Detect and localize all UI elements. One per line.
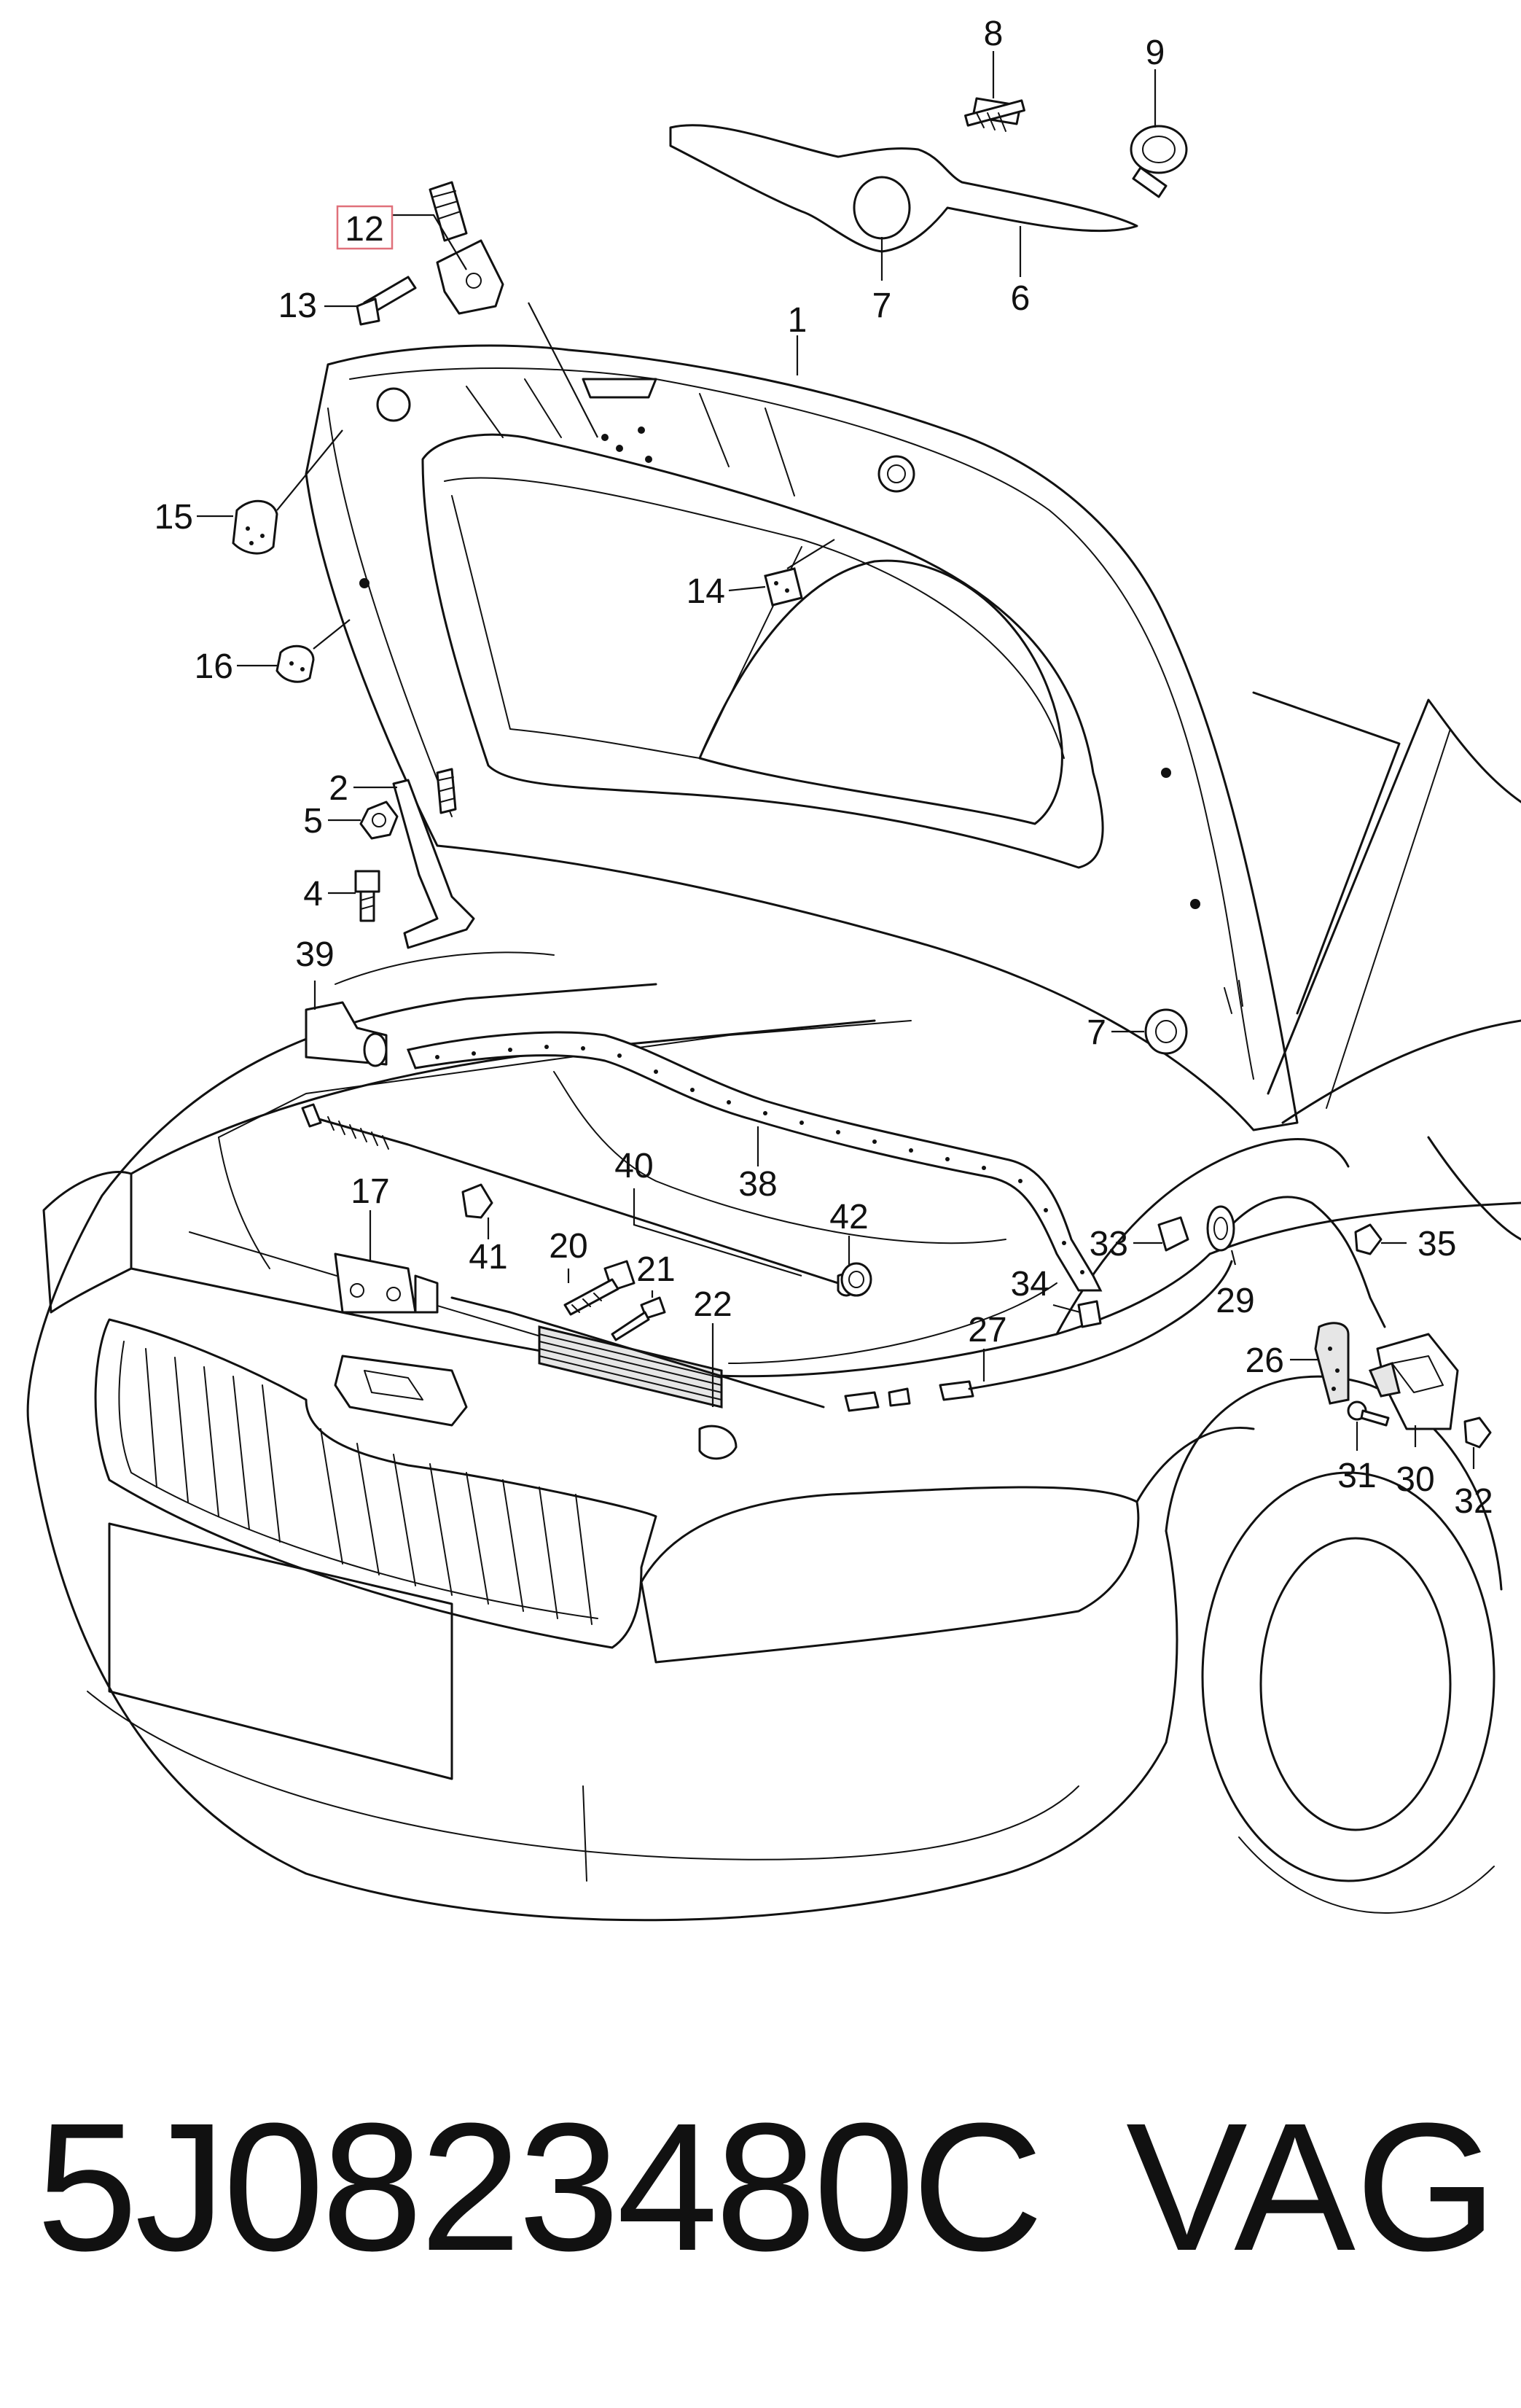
exploded-parts-diagram: 8 9 12 13 7 6 1 15 14 16 2 5 4 39 7 38 4… <box>26 15 1521 1922</box>
screw-31 <box>1347 1400 1390 1427</box>
callout-31: 31 <box>1337 1457 1376 1495</box>
clip-35 <box>1354 1223 1383 1255</box>
callout-9: 9 <box>1146 34 1165 72</box>
bolt-8 <box>964 97 1025 132</box>
part-number: 5J0823480C <box>36 2085 1044 2288</box>
hood-panel <box>305 344 1299 1131</box>
callout-2: 2 <box>329 769 348 808</box>
hood-emblem <box>669 124 1138 253</box>
callout-17: 17 <box>351 1172 389 1211</box>
release-handle-26 <box>1314 1322 1350 1405</box>
spring-ring-9 <box>1130 125 1188 198</box>
callout-6: 6 <box>1011 279 1031 318</box>
callout-15: 15 <box>155 498 193 537</box>
callout-27: 27 <box>968 1311 1006 1349</box>
callout-4: 4 <box>303 875 323 913</box>
clip-32 <box>1463 1417 1492 1449</box>
nut-5 <box>359 800 399 840</box>
grommet-42 <box>840 1262 872 1297</box>
callout-33: 33 <box>1090 1225 1128 1263</box>
bolt-13 <box>356 276 417 326</box>
callout-5: 5 <box>303 802 323 841</box>
callout-34: 34 <box>1011 1265 1049 1304</box>
hood-lock-17 <box>334 1252 468 1427</box>
grommet-29 <box>1206 1205 1235 1252</box>
callout-32: 32 <box>1454 1482 1493 1521</box>
callout-1: 1 <box>788 301 808 340</box>
rubber-buffer-16 <box>275 644 315 683</box>
cable-guide-22 <box>450 1296 974 1460</box>
callout-8: 8 <box>984 15 1004 53</box>
callout-38: 38 <box>738 1165 777 1204</box>
callout-13: 13 <box>278 287 317 325</box>
callout-labels: 8 9 12 13 7 6 1 15 14 16 2 5 4 39 7 38 4… <box>155 15 1493 1521</box>
leader-lines <box>197 51 1475 1469</box>
callout-35: 35 <box>1418 1225 1456 1263</box>
callout-30: 30 <box>1396 1460 1434 1499</box>
bolt-21 <box>611 1296 666 1341</box>
callout-14: 14 <box>687 572 725 611</box>
caption: 5J0823480C VAG <box>0 2078 1521 2296</box>
bolt-4 <box>354 870 380 922</box>
callout-41: 41 <box>469 1238 507 1277</box>
callout-20: 20 <box>549 1227 587 1266</box>
callout-39: 39 <box>295 935 334 974</box>
callout-29: 29 <box>1216 1282 1254 1320</box>
callout-7-lower: 7 <box>1087 1013 1106 1052</box>
hood-prop-bracket-2 <box>392 768 475 949</box>
callout-7-upper: 7 <box>872 287 892 325</box>
hood-prop-39 <box>305 1001 388 1067</box>
grille-slats <box>145 1348 593 1625</box>
hood-hinge-12 <box>429 181 504 315</box>
callout-26: 26 <box>1246 1341 1284 1380</box>
car-body <box>26 691 1521 1922</box>
callout-40: 40 <box>614 1147 653 1185</box>
callout-21: 21 <box>636 1250 675 1289</box>
clip-33 <box>1157 1216 1189 1252</box>
callout-12: 12 <box>345 210 383 249</box>
callout-42: 42 <box>829 1198 868 1236</box>
callout-22: 22 <box>693 1285 732 1324</box>
rubber-buffer-14 <box>764 567 803 607</box>
clip-34 <box>1077 1300 1102 1328</box>
bowden-cable-27 <box>968 1196 1386 1390</box>
washer-7-lower <box>1144 980 1243 1055</box>
clip-41 <box>461 1183 493 1219</box>
callout-16: 16 <box>195 647 233 686</box>
rubber-buffer-15 <box>232 499 278 555</box>
hood-seal-38 <box>406 1031 1103 1292</box>
handle-bracket-30 <box>1368 1333 1459 1430</box>
brand-label: VAG <box>1126 2085 1498 2288</box>
highlight-box <box>336 205 394 250</box>
bolt-20 <box>563 1260 636 1316</box>
